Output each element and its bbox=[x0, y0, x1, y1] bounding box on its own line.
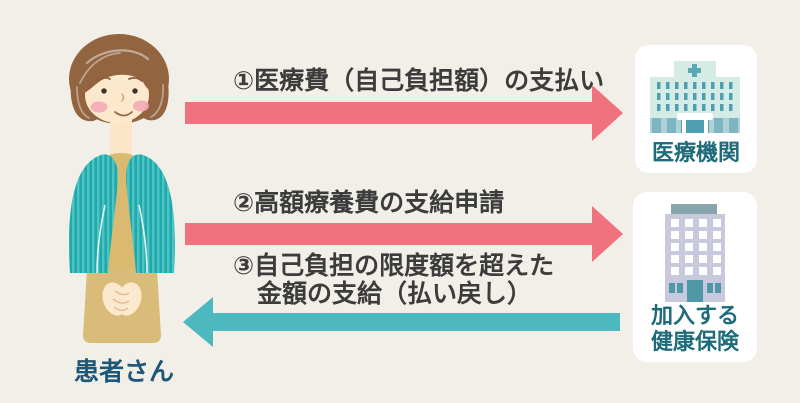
hospital-icon bbox=[650, 59, 742, 141]
flow1-arrow-body bbox=[185, 102, 592, 124]
flow3-label-line1: ③自己負担の限度額を超えた bbox=[233, 251, 555, 280]
patient-illustration bbox=[47, 33, 192, 348]
medical-institution-label: 医療機関 bbox=[651, 141, 740, 166]
flow2-label: ②高額療養費の支給申請 bbox=[233, 188, 505, 217]
flow3-arrow-body bbox=[212, 313, 620, 331]
health-insurance-label-line1: 加入する bbox=[650, 304, 739, 329]
flow3-label-line2: 金額の支給（払い戻し） bbox=[257, 279, 533, 308]
health-insurance-label-line2: 健康保険 bbox=[650, 330, 739, 355]
flow2-arrow-head-right bbox=[592, 206, 623, 262]
health-insurance-label: 加入する 健康保険 bbox=[633, 304, 757, 356]
flow1-arrow-head-right bbox=[592, 85, 623, 141]
medical-institution-box: 医療機関 bbox=[635, 45, 757, 173]
office-building-icon bbox=[660, 204, 730, 308]
patient-woman-icon bbox=[69, 34, 175, 343]
health-insurance-box: 加入する 健康保険 bbox=[633, 192, 757, 362]
flow1-label: ①医療費（自己負担額）の支払い bbox=[233, 66, 605, 95]
flow3-arrow-head-left bbox=[183, 297, 213, 347]
patient-label: 患者さん bbox=[73, 357, 174, 386]
flow2-arrow-body bbox=[185, 223, 592, 245]
